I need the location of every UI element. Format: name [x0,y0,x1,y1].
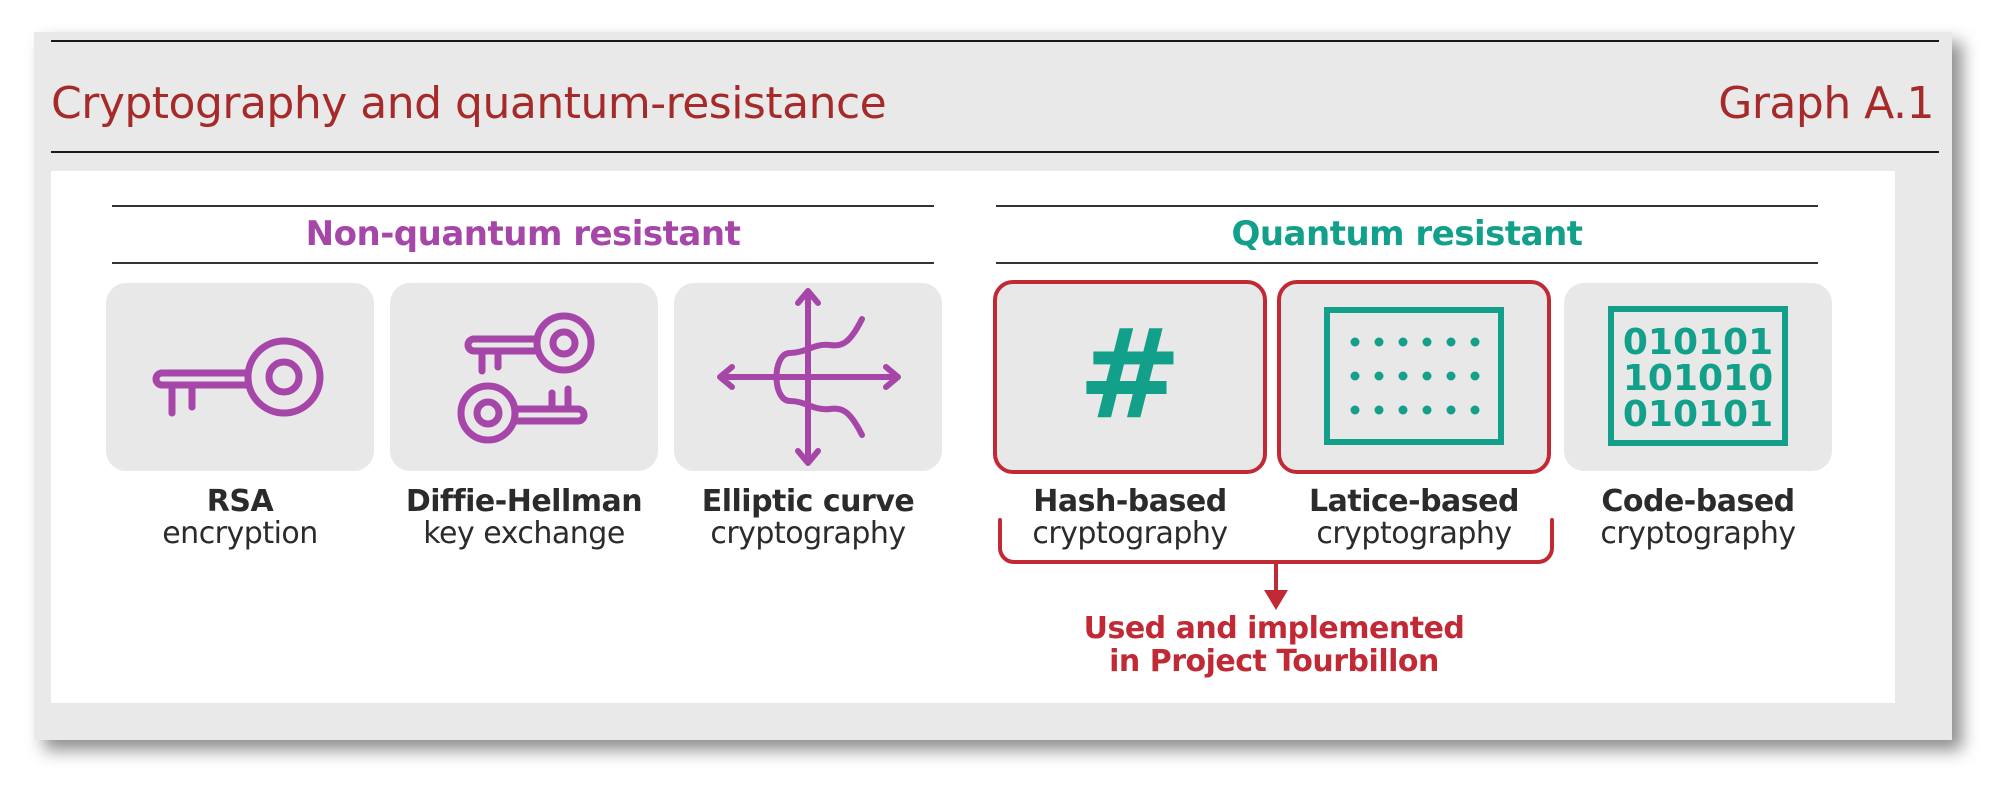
lattice-based-subtitle: cryptography [1316,516,1512,551]
hash-based-label: Hash-based cryptography [990,486,1270,550]
elliptic-curve-label: Elliptic curve cryptography [668,486,948,550]
lattice-dot [1422,405,1432,415]
quantum-top-rule [996,205,1818,207]
elliptic-curve-subtitle: cryptography [710,516,906,551]
rsa-name: RSA [206,484,274,519]
hash-based-card: # [993,280,1267,474]
quantum-bottom-rule [996,262,1818,264]
lattice-dot [1398,371,1408,381]
lattice-dot [1374,371,1384,381]
code-line-3: 010101 [1622,394,1774,435]
title-rule [51,151,1939,153]
lattice-dot [1446,371,1456,381]
graph-id: Graph A.1 [1718,78,1934,129]
code-line-2: 101010 [1622,358,1774,399]
rsa-card [106,283,374,471]
lattice-dot [1470,337,1480,347]
code-based-card: 010101 101010 010101 [1564,283,1832,471]
figure-title: Cryptography and quantum-resistance [51,78,887,129]
hash-based-subtitle: cryptography [1032,516,1228,551]
lattice-dot [1446,405,1456,415]
implementation-note: Used and implemented in Project Tourbill… [1054,612,1494,678]
lattice-dot [1350,337,1360,347]
diffie-hellman-name: Diffie-Hellman [405,484,643,519]
note-line-2: in Project Tourbillon [1109,644,1439,679]
diffie-hellman-card [390,283,658,471]
key-pair-icon [457,312,595,444]
elliptic-curve-card [674,283,942,471]
lattice-based-card [1277,280,1551,474]
code-line-1: 010101 [1622,322,1774,363]
binary-code-icon [1608,306,1788,446]
hash-based-name: Hash-based [1033,484,1227,519]
key-icon [152,337,324,417]
diffie-hellman-label: Diffie-Hellman key exchange [384,486,664,550]
lattice-dot [1398,405,1408,415]
non-quantum-title: Non-quantum resistant [305,214,741,254]
lattice-dot [1470,371,1480,381]
arrow-down-icon [1264,590,1288,610]
lattice-based-label: Latice-based cryptography [1274,486,1554,550]
top-rule [51,40,1939,42]
lattice-dot [1398,337,1408,347]
highlight-bracket [998,518,1554,610]
elliptic-curve-icon [717,288,901,466]
lattice-dot [1422,337,1432,347]
lattice-dot [1350,371,1360,381]
lattice-dot [1374,337,1384,347]
non-quantum-top-rule [112,205,934,207]
lattice-grid-icon [1324,307,1504,445]
lattice-dot [1374,405,1384,415]
lattice-dot [1446,337,1456,347]
note-line-1: Used and implemented [1083,611,1465,646]
code-based-subtitle: cryptography [1600,516,1796,551]
lattice-dot [1470,405,1480,415]
quantum-title: Quantum resistant [1231,214,1583,254]
elliptic-curve-name: Elliptic curve [701,484,915,519]
rsa-label: RSA encryption [100,486,380,550]
lattice-based-name: Latice-based [1309,484,1519,519]
lattice-dot [1422,371,1432,381]
code-based-label: Code-based cryptography [1558,486,1838,550]
code-based-name: Code-based [1601,484,1795,519]
hash-icon: # [1078,303,1182,447]
diffie-hellman-subtitle: key exchange [423,516,625,551]
rsa-subtitle: encryption [162,516,318,551]
non-quantum-bottom-rule [112,262,934,264]
lattice-dot [1350,405,1360,415]
